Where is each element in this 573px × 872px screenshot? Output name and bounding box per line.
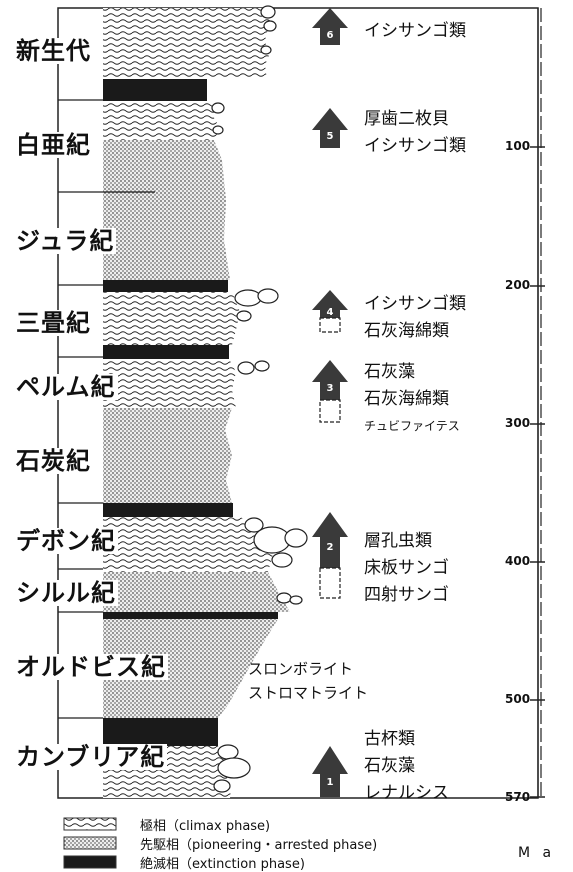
axis-tick-300: 300 [505, 416, 531, 430]
event-4-line: イシサンゴ類 [364, 294, 466, 314]
event-6-text: イシサンゴ類 [364, 18, 466, 45]
axis-tick-200: 200 [505, 278, 531, 292]
event-4-line: 石灰海綿類 [364, 321, 449, 341]
band-climax-permian [103, 359, 236, 408]
arrow-6: 6 [312, 8, 348, 45]
axis-tick-400: 400 [505, 554, 531, 568]
event-5-text: 厚歯二枚貝 イシサンゴ類 [364, 106, 466, 160]
event-2-line: 四射サンゴ [364, 585, 449, 605]
period-label-cenozoic: 新生代 [14, 37, 93, 65]
event-1-text: 古杯類 石灰藻 レナルシス [364, 726, 449, 807]
svg-text:5: 5 [327, 131, 334, 142]
band-extinction-devonian [103, 503, 233, 517]
period-label-carboniferous: 石炭紀 [14, 447, 93, 475]
axis-tick-500: 500 [505, 692, 531, 706]
period-label-ordovician: オルドビス紀 [14, 653, 168, 681]
period-label-devonian: デボン紀 [14, 527, 118, 555]
axis-unit-label: M a [518, 845, 556, 861]
legend-climax-label: 極相（climax phase) [140, 818, 271, 834]
period-label-triassic: 三畳紀 [14, 309, 93, 337]
band-extinction-ordovician [103, 612, 278, 619]
event-5-line: 厚歯二枚貝 [364, 109, 449, 129]
legend-climax: 極相（climax phase) [140, 816, 271, 834]
event-4-text: イシサンゴ類 石灰海綿類 [364, 291, 466, 345]
legend-swatch-extinction [63, 855, 117, 869]
band-extinction-permian-t [103, 345, 229, 359]
band-pioneer-ordovician [103, 619, 278, 718]
band-pioneer-silurian [103, 572, 290, 612]
stromatolite-note-line: スロンボライト [248, 660, 354, 678]
legend-swatch-pioneer [63, 836, 117, 850]
legend-extinction: 絶滅相（extinction phase) [140, 854, 305, 872]
reef-mounds [211, 5, 308, 793]
event-5-line: イシサンゴ類 [364, 136, 466, 156]
event-3-line: 石灰海綿類 [364, 389, 449, 409]
legend-swatches [63, 817, 117, 869]
stromatolite-note: スロンボライト ストロマトライト [248, 657, 368, 705]
band-climax-cenozoic [103, 8, 272, 79]
band-climax-devonian [103, 517, 274, 572]
band-extinction-cambrian [103, 718, 218, 746]
period-boundaries [58, 99, 155, 719]
band-pioneer-carboniferous [103, 408, 232, 503]
legend-pioneer-label: 先駆相（pioneering・arrested phase) [140, 837, 378, 853]
event-1-line: レナルシス [364, 783, 449, 803]
legend-swatch-climax [63, 817, 117, 831]
event-1-line: 古杯類 [364, 729, 415, 749]
band-climax-triassic [103, 292, 240, 345]
period-label-cambrian: カンブリア紀 [14, 743, 168, 771]
axis-tick-570: 570 [505, 790, 531, 804]
period-label-jurassic: ジュラ紀 [14, 227, 117, 255]
event-2-line: 層孔虫類 [364, 531, 432, 551]
svg-text:1: 1 [327, 777, 334, 788]
event-2-line: 床板サンゴ [364, 558, 449, 578]
period-label-silurian: シルル紀 [14, 579, 118, 607]
arrow-3: 3 [312, 360, 348, 423]
period-label-cretaceous: 白亜紀 [14, 131, 93, 159]
event-6-line: イシサンゴ類 [364, 21, 466, 41]
stromatolite-note-line: ストロマトライト [248, 684, 369, 702]
arrow-1: 1 [312, 746, 348, 797]
svg-text:3: 3 [327, 383, 334, 394]
event-2-text: 層孔虫類 床板サンゴ 四射サンゴ [364, 528, 449, 609]
period-label-permian: ペルム紀 [14, 373, 118, 401]
legend-pioneer: 先駆相（pioneering・arrested phase) [140, 835, 378, 853]
arrow-2: 2 [312, 512, 348, 599]
event-3-line: 石灰藻 [364, 362, 415, 382]
event-arrows: 6 5 4 3 2 1 [312, 8, 348, 797]
axis-tick-100: 100 [505, 139, 531, 153]
event-1-line: 石灰藻 [364, 756, 415, 776]
band-pioneer-jurassic [103, 140, 230, 280]
event-3-text: 石灰藻 石灰海綿類 チュビファイテス [364, 359, 460, 440]
band-climax-cretaceous [103, 101, 218, 140]
svg-text:2: 2 [327, 542, 334, 553]
band-extinction-k-pg [103, 79, 207, 101]
svg-text:6: 6 [327, 30, 334, 41]
sediment-column [103, 8, 290, 798]
band-extinction-triassic-j [103, 280, 228, 292]
arrow-5: 5 [312, 108, 348, 148]
arrow-4: 4 [312, 290, 348, 333]
event-3-line: チュビファイテス [364, 419, 460, 433]
diagram-frame [57, 7, 539, 799]
legend-extinction-label: 絶滅相（extinction phase) [140, 856, 305, 872]
svg-text:4: 4 [327, 307, 334, 318]
